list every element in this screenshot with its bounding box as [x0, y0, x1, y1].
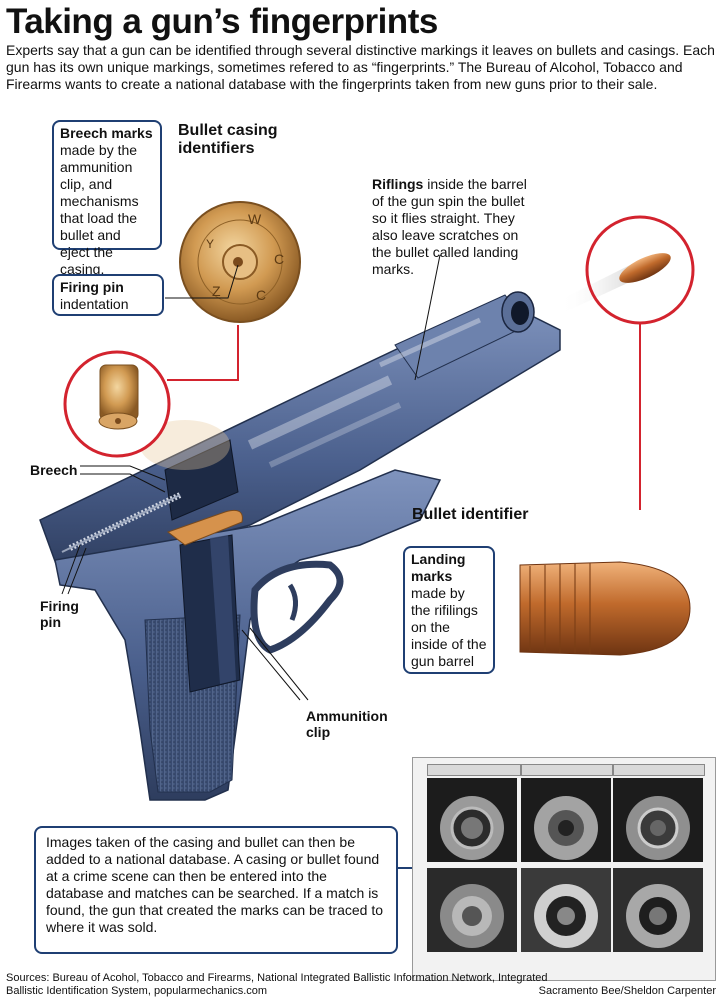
- trigger: [287, 583, 298, 621]
- bullet-large: [519, 561, 691, 656]
- casing-callout-line: [167, 325, 239, 381]
- pin-callout-line: [165, 264, 239, 299]
- headstamp-z: Z: [212, 283, 221, 299]
- landing-marks-title-1: Landing: [411, 551, 466, 567]
- breech-marks-title: Breech marks: [60, 125, 153, 141]
- panel-header-test1: [521, 764, 613, 776]
- breech-marks-box: Breech marks made by the ammunition clip…: [52, 120, 162, 277]
- cartridge-in-clip: [166, 509, 243, 546]
- flying-bullet: [560, 253, 671, 312]
- riflings-title: Riflings: [372, 176, 424, 192]
- firing-pin-title: Firing pin: [60, 279, 124, 295]
- headstamp-c2: C: [256, 287, 266, 303]
- headstamp-w: W: [248, 211, 262, 227]
- landing-marks-title-2: marks: [411, 568, 453, 584]
- headstamp-c1: C: [274, 251, 284, 267]
- page-title: Taking a gun’s fingerprints: [6, 2, 438, 41]
- riflings-text: inside the barrel of the gun spin the bu…: [372, 176, 527, 277]
- landing-marks-text: made by the rifilings on the inside of t…: [411, 585, 487, 669]
- casing-images-overlay: [440, 796, 690, 948]
- ammunition-clip-label: Ammunition clip: [306, 708, 388, 740]
- breech-marks-text: made by the ammunition clip, and mechani…: [60, 142, 139, 277]
- bullet-heading: Bullet identifier: [412, 506, 529, 523]
- headstamp-y: Y: [206, 237, 214, 251]
- casing-callout-circle: [63, 350, 171, 458]
- ejection-port: [164, 439, 239, 521]
- breech-label: Breech: [30, 462, 78, 478]
- intro-text: Experts say that a gun can be identified…: [6, 42, 715, 92]
- firingpin-callout-line: [61, 544, 87, 595]
- sources-text: Sources: Bureau of Acohol, Tobacco and F…: [6, 972, 548, 997]
- panel-header-reference: [427, 764, 521, 776]
- database-text: Images taken of the casing and bullet ca…: [46, 834, 383, 935]
- panel-header-test2: [613, 764, 705, 776]
- firing-pin-box: Firing pin indentation: [52, 274, 164, 316]
- rifling-callout-line: [414, 254, 441, 381]
- database-text-box: Images taken of the casing and bullet ca…: [34, 826, 398, 954]
- credit-text: Sacramento Bee/Sheldon Carpenter: [538, 985, 716, 997]
- database-screenshot: [412, 757, 716, 981]
- firing-pin-text: indentation: [60, 296, 129, 312]
- landing-marks-box: Landing marks made by the rifilings on t…: [403, 546, 495, 674]
- casing-heading: Bullet casing identifiers: [178, 122, 278, 157]
- clip-callout-line: [241, 627, 309, 701]
- casing-head: W C C Z Y: [179, 201, 301, 323]
- firing-pin-rod: [61, 494, 181, 553]
- firing-pin-label: Firing pin: [40, 598, 79, 630]
- riflings-label: Riflings inside the barrel of the gun sp…: [372, 176, 540, 278]
- breech-callout-line: [80, 465, 166, 493]
